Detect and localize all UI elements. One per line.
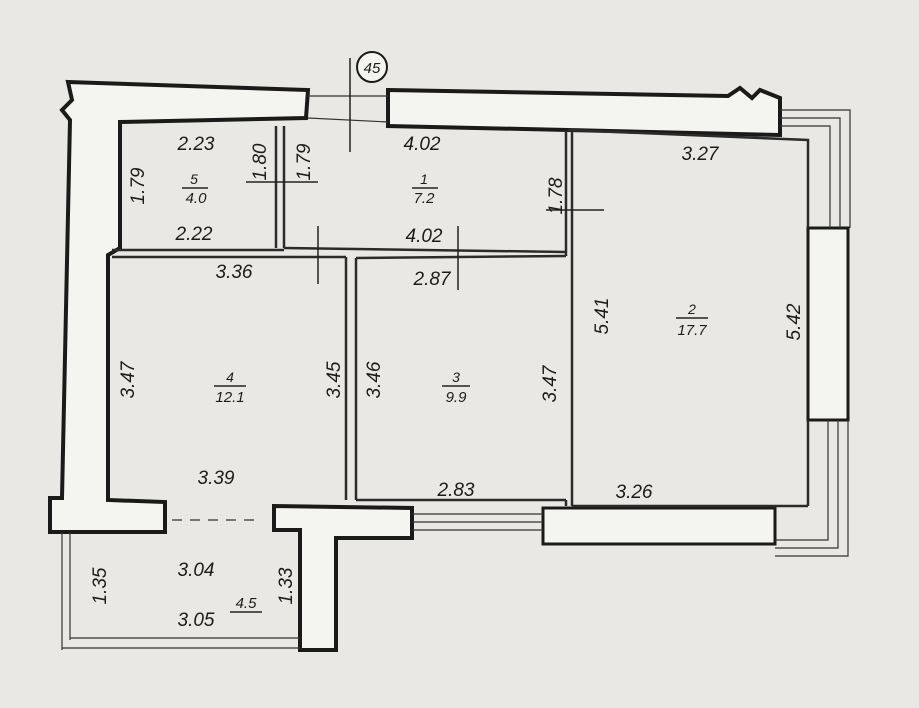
room-3-number: 3 bbox=[452, 369, 460, 385]
dim-room1-top: 4.02 bbox=[404, 134, 441, 155]
dim-room4-bottom: 3.39 bbox=[198, 468, 235, 489]
dim-room1-right: 1.78 bbox=[546, 177, 567, 214]
dim-room2-bottom: 3.26 bbox=[616, 482, 653, 503]
dim-balcony-right: 1.33 bbox=[276, 567, 297, 604]
room-3-area: 9.9 bbox=[446, 389, 468, 406]
room-1-number: 1 bbox=[420, 171, 428, 187]
dim-room5-left: 1.79 bbox=[128, 167, 149, 204]
dimension-labels: 2.23 2.22 4.02 4.02 3.27 3.26 3.36 3.39 … bbox=[90, 134, 805, 631]
room-5-label: 5 4.0 bbox=[182, 171, 208, 207]
axis-marker-label: 45 bbox=[364, 60, 381, 77]
dim-room3-top: 2.87 bbox=[413, 269, 452, 290]
room-1-label: 1 7.2 bbox=[412, 171, 438, 207]
dim-room5-top: 2.23 bbox=[177, 134, 215, 155]
dim-room1-bottom: 4.02 bbox=[406, 226, 443, 247]
partitions bbox=[61, 126, 810, 650]
balcony-area: 4.5 bbox=[236, 595, 258, 612]
dim-room3-right: 3.47 bbox=[540, 364, 561, 402]
dim-room3-bottom: 2.83 bbox=[437, 480, 475, 501]
axis-marker: 45 bbox=[356, 51, 388, 83]
balcony-pier bbox=[272, 503, 414, 652]
dimension-ticks bbox=[246, 58, 604, 290]
dim-balcony-left: 1.35 bbox=[90, 567, 111, 604]
room-4-area: 12.1 bbox=[215, 389, 244, 406]
dim-balcony-top: 3.04 bbox=[178, 560, 215, 581]
dim-room2-right: 5.42 bbox=[784, 303, 805, 340]
walls bbox=[48, 79, 782, 652]
top-wall-right bbox=[386, 85, 782, 138]
room-2-area: 17.7 bbox=[677, 322, 707, 339]
dim-room3-left: 3.46 bbox=[364, 361, 385, 398]
dim-room2-left: 5.41 bbox=[592, 298, 613, 335]
room-1-area: 7.2 bbox=[414, 190, 436, 207]
room-2-number: 2 bbox=[687, 301, 696, 317]
room-4-label: 4 12.1 bbox=[214, 369, 246, 406]
room-5-area: 4.0 bbox=[186, 190, 208, 207]
dim-room5-bottom: 2.22 bbox=[175, 224, 213, 245]
dim-room5-right: 1.80 bbox=[250, 143, 271, 180]
dim-room4-top: 3.36 bbox=[216, 262, 253, 283]
room-labels: 5 4.0 1 7.2 2 17.7 4 12.1 3 9.9 4.5 bbox=[182, 171, 708, 613]
dim-room2-top: 3.27 bbox=[682, 144, 720, 165]
top-wall-left bbox=[48, 79, 311, 534]
dim-balcony-bottom: 3.05 bbox=[178, 610, 215, 631]
room-4-number: 4 bbox=[226, 369, 234, 385]
balcony-label: 4.5 bbox=[230, 595, 262, 613]
dim-room4-left: 3.47 bbox=[118, 360, 139, 398]
room-5-number: 5 bbox=[190, 171, 198, 187]
right-window bbox=[806, 226, 850, 422]
windows bbox=[307, 95, 851, 557]
room-2-label: 2 17.7 bbox=[676, 301, 708, 339]
dim-room4-right: 3.45 bbox=[324, 361, 345, 398]
bottom-window bbox=[541, 506, 777, 546]
room-3-label: 3 9.9 bbox=[442, 369, 470, 406]
dim-room1-left: 1.79 bbox=[294, 143, 315, 180]
